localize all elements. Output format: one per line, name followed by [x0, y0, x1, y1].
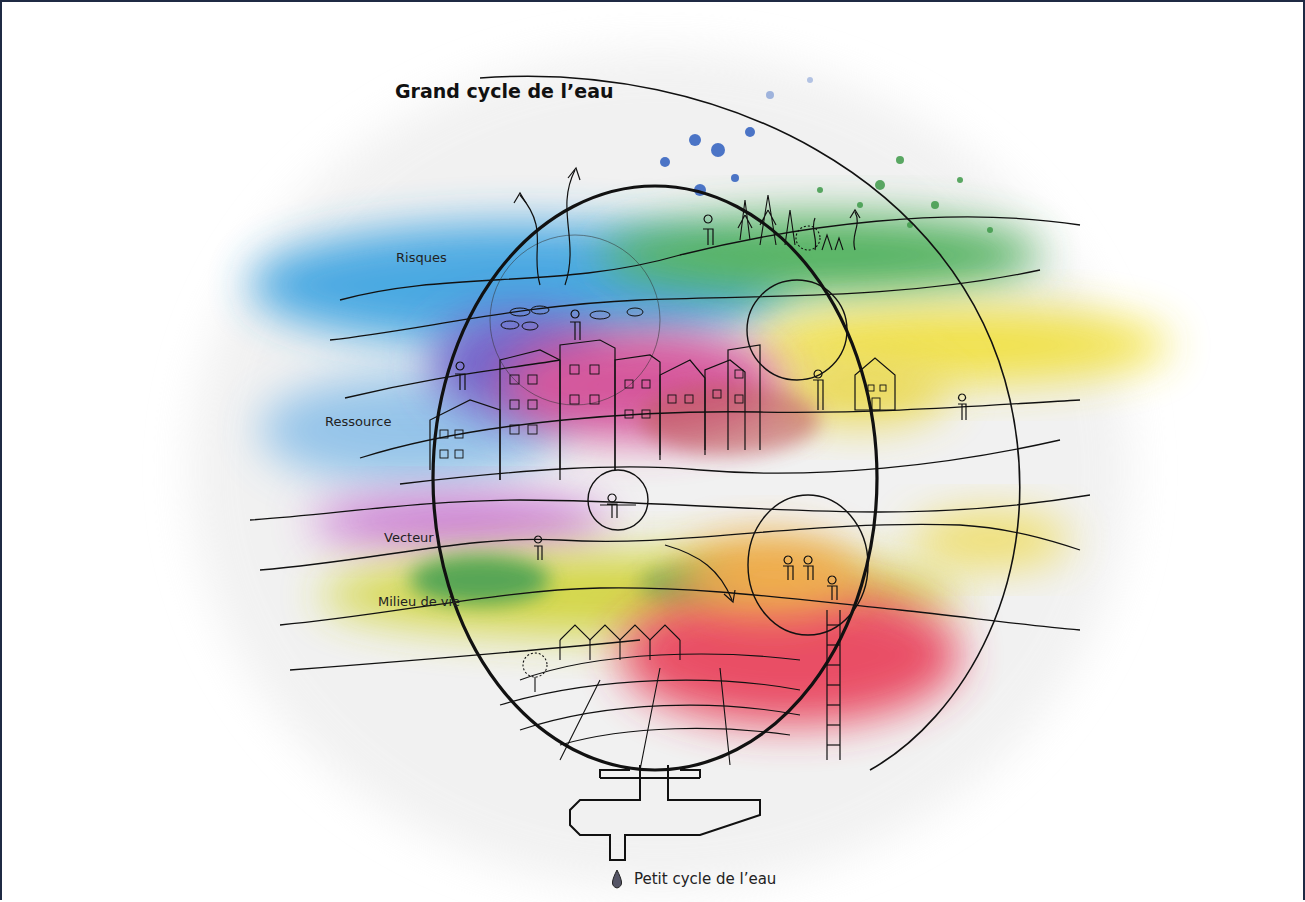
diagram-title: Grand cycle de l’eau — [395, 80, 614, 102]
band-label: Petit cycle de l’eau — [634, 870, 776, 888]
band-label: Risques — [396, 250, 447, 265]
band-label: Milieu de vie — [378, 594, 460, 609]
band-label: Vecteur — [384, 530, 434, 545]
band-label: Ressource — [325, 414, 391, 429]
